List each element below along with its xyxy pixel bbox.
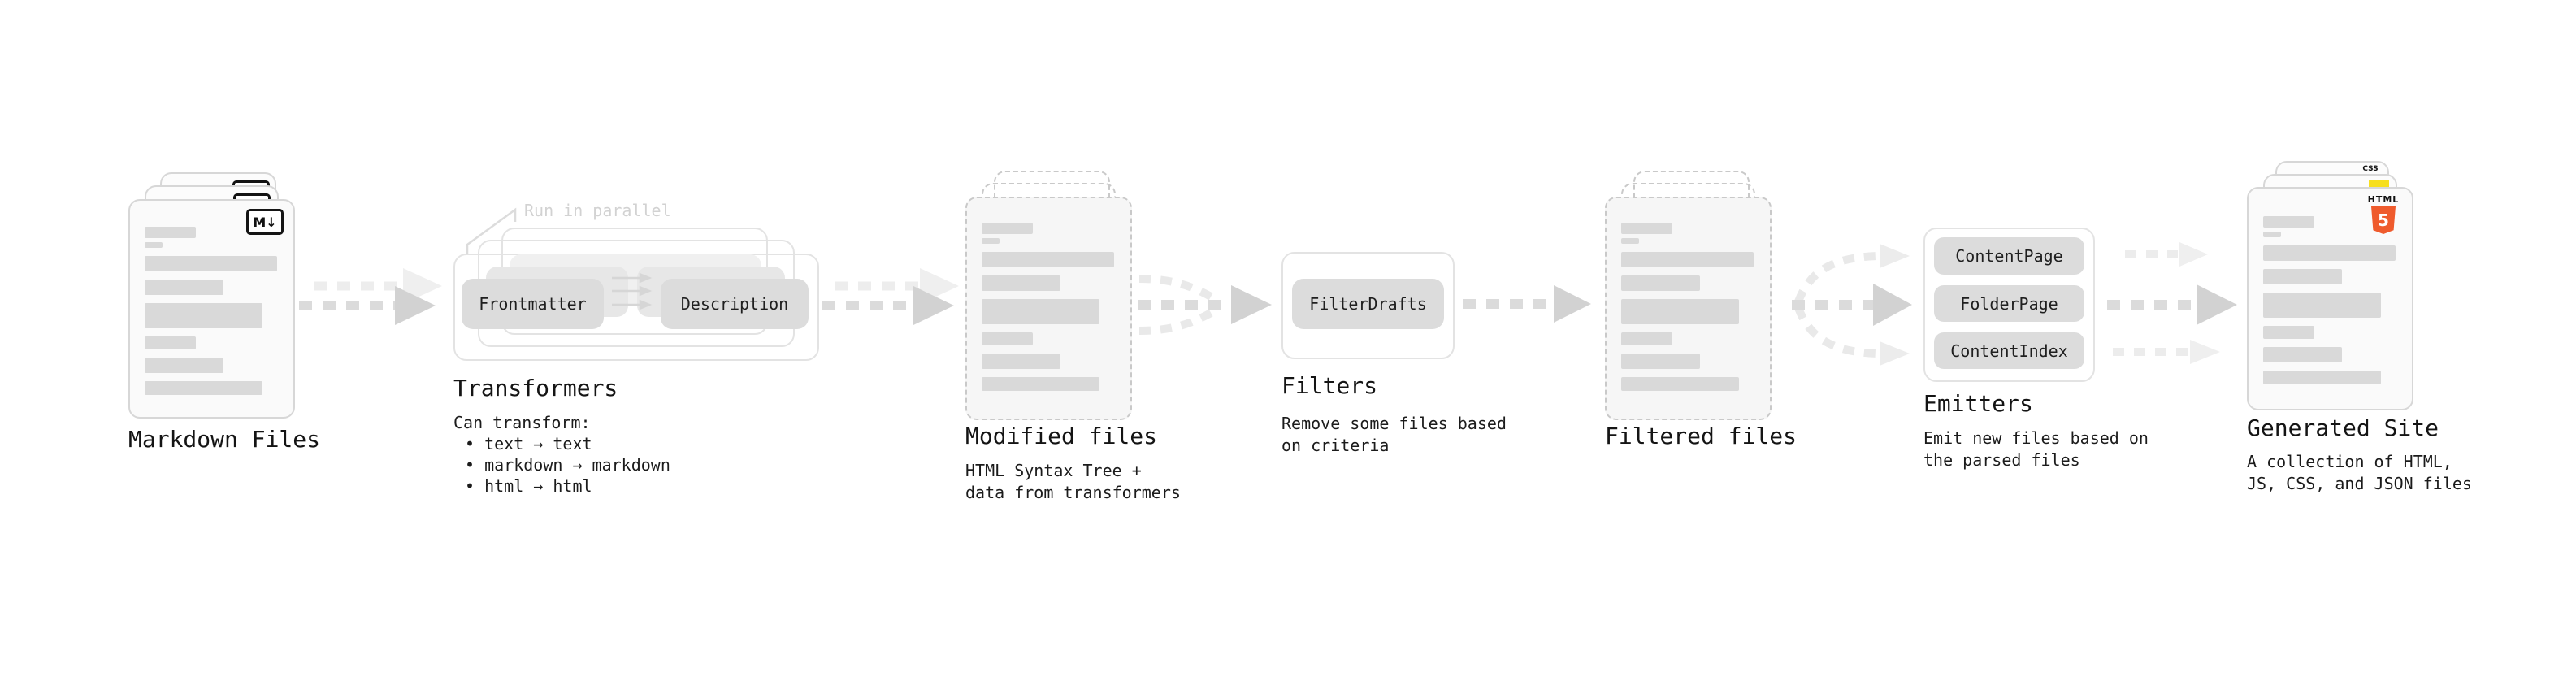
emitter-chip-contentpage: ContentPage — [1934, 237, 2084, 275]
transformer-chip-frontmatter: Frontmatter — [462, 279, 604, 329]
emitter-chip-folderpage: FolderPage — [1934, 285, 2084, 322]
parallel-mini-arrows — [612, 272, 653, 310]
transformers-sub-title: Can transform: — [453, 413, 591, 432]
doc-text-bars — [1621, 223, 1755, 391]
transformers-description: Can transform: • text → text • markdown … — [453, 412, 670, 497]
filters-description: Remove some files based on criteria — [1281, 414, 1507, 455]
transformer-chip-description: Description — [661, 279, 809, 329]
transformers-bullet: • markdown → markdown — [465, 455, 670, 475]
emitter-chip-contentindex: ContentIndex — [1934, 332, 2084, 369]
modified-files-label: Modified files — [965, 423, 1158, 449]
filters-label: Filters — [1281, 372, 1378, 399]
modified-files-description: HTML Syntax Tree + data from transformer… — [965, 461, 1181, 502]
doc-text-bars — [982, 223, 1116, 391]
arrow-markdown-to-transformers — [299, 268, 442, 325]
generated-site-description: A collection of HTML, JS, CSS, and JSON … — [2247, 452, 2472, 493]
filtered-doc-front — [1605, 197, 1772, 420]
emitters-panel — [1923, 228, 2095, 382]
filters-panel — [1281, 252, 1455, 359]
arrow-modified-to-filters-converge — [1138, 275, 1272, 335]
markdown-icon: M↓ — [246, 209, 284, 235]
site-doc-html: HTML 5 — [2247, 187, 2413, 410]
filter-chip-filterdrafts: FilterDrafts — [1292, 279, 1444, 329]
emitters-label: Emitters — [1923, 390, 2033, 417]
run-in-parallel-annotation: Run in parallel — [524, 201, 671, 220]
run-in-parallel-leader-line — [466, 207, 517, 255]
markdown-files-label: Markdown Files — [128, 426, 321, 453]
transformers-bullet: • text → text — [465, 434, 592, 453]
transformers-label: Transformers — [453, 375, 618, 401]
arrow-filters-to-filtered — [1463, 285, 1591, 323]
generated-site-label: Generated Site — [2247, 414, 2439, 441]
doc-text-bars — [145, 227, 279, 395]
modified-doc-front — [965, 197, 1132, 420]
filtered-files-label: Filtered files — [1605, 423, 1798, 449]
markdown-doc-front: M↓ — [128, 199, 295, 419]
arrow-transformers-to-modified — [822, 268, 959, 325]
transformers-bullet: • html → html — [465, 476, 592, 496]
emitters-description: Emit new files based on the parsed files — [1923, 428, 2149, 470]
arrow-emitters-to-site — [2107, 242, 2237, 364]
html5-icon: HTML 5 — [2363, 195, 2404, 234]
arrow-filtered-to-emitters-fanout — [1792, 244, 1912, 366]
doc-text-bars — [2263, 216, 2397, 384]
